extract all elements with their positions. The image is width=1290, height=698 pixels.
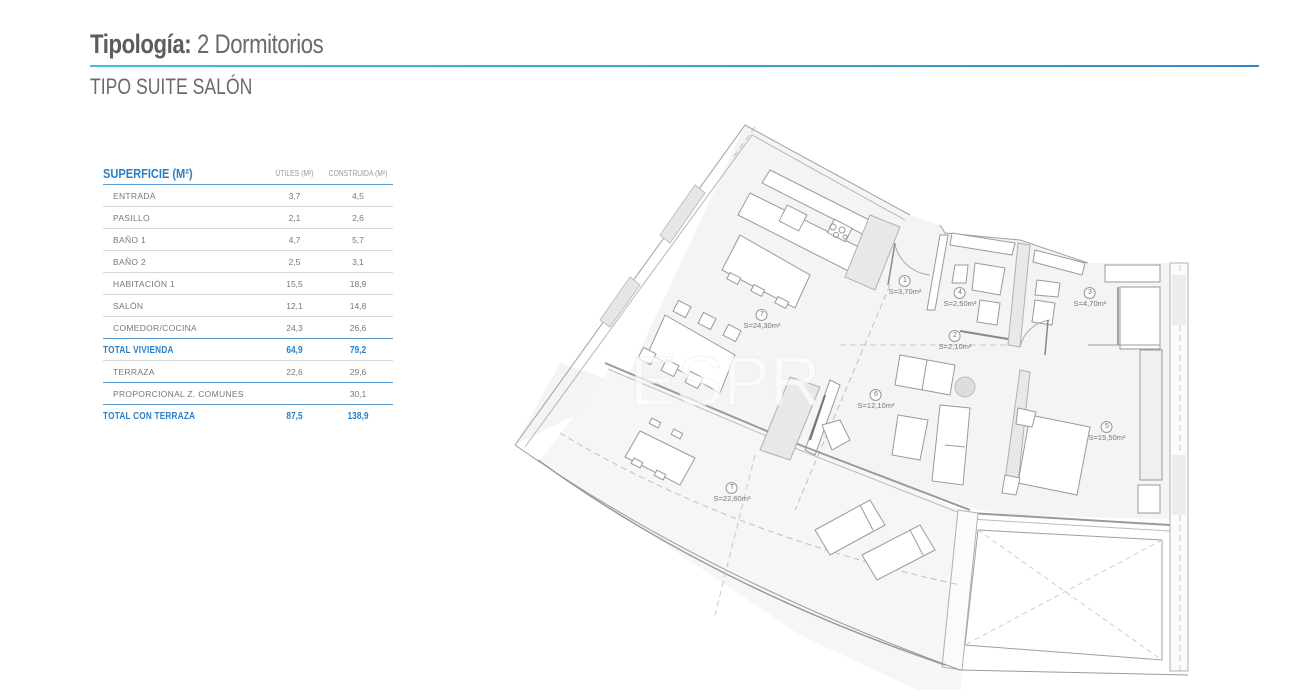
column-header-built: CONSTRUIDA (M²) xyxy=(328,169,388,178)
total-label: TOTAL VIVIENDA xyxy=(103,343,174,356)
title-value: 2 Dormitorios xyxy=(197,29,324,59)
total-label: TOTAL CON TERRAZA xyxy=(103,410,196,422)
table-row: ENTRADA 3,7 4,5 xyxy=(103,185,393,207)
total-util: 64,9 xyxy=(286,343,303,356)
room-number: 7 xyxy=(756,309,768,321)
row-label: PASILLO xyxy=(113,212,150,223)
floor-plan: ESPR 1 S=3,70m² 2 S=2,10m² 3 S=4,70m² 4 … xyxy=(500,115,1200,698)
row-label: TERRAZA xyxy=(113,366,155,377)
room-label-7: 7 S=24,30m² xyxy=(743,309,781,331)
room-area: S=2,10m² xyxy=(938,342,972,351)
row-label: ENTRADA xyxy=(113,190,156,201)
column-header-util: ÚTILES (M²) xyxy=(275,169,314,178)
row-built: 30,1 xyxy=(349,388,367,399)
page-subtitle: TIPO SUITE SALÓN xyxy=(90,74,253,99)
room-area: S=2,50m² xyxy=(943,299,977,308)
table-row: BAÑO 2 2,5 3,1 xyxy=(103,251,393,273)
room-label-2: 2 S=2,10m² xyxy=(938,330,972,352)
row-label: BAÑO 1 xyxy=(113,234,146,245)
room-number: 4 xyxy=(953,287,966,299)
row-util: 22,6 xyxy=(286,366,303,377)
room-number: 6 xyxy=(870,389,882,401)
table-row: PASILLO 2,1 2,6 xyxy=(103,207,393,229)
room-number: T xyxy=(726,482,738,494)
title-divider xyxy=(90,65,1259,67)
row-label: HABITACIÓN 1 xyxy=(113,278,176,289)
row-built: 29,6 xyxy=(349,366,367,377)
room-label-5: 5 S=15,50m² xyxy=(1088,421,1126,443)
title-label: Tipología: xyxy=(90,29,192,59)
table-title: SUPERFICIE (M²) xyxy=(103,166,193,181)
svg-text:ESPR: ESPR xyxy=(630,342,821,420)
row-built: 3,1 xyxy=(352,256,364,267)
table-row: TERRAZA 22,6 29,6 xyxy=(103,361,393,383)
room-number: 1 xyxy=(898,275,911,287)
total-terraza-row: TOTAL CON TERRAZA 87,5 138,9 xyxy=(103,405,393,427)
floor-plan-drawing: ESPR xyxy=(514,124,1189,698)
row-util: 4,7 xyxy=(288,234,301,245)
row-util: 2,5 xyxy=(288,256,301,267)
row-built: 4,5 xyxy=(352,190,364,201)
room-area: S=3,70m² xyxy=(888,287,922,296)
total-util: 87,5 xyxy=(286,410,303,422)
row-util: 2,1 xyxy=(288,212,301,223)
surface-table: SUPERFICIE (M²) ÚTILES (M²) CONSTRUIDA (… xyxy=(103,163,393,427)
room-area: S=22,60m² xyxy=(713,494,751,503)
row-util: 24,3 xyxy=(286,322,303,333)
total-built: 138,9 xyxy=(347,410,369,422)
table-row: BAÑO 1 4,7 5,7 xyxy=(103,229,393,251)
table-header: SUPERFICIE (M²) ÚTILES (M²) CONSTRUIDA (… xyxy=(103,163,393,185)
table-row: SALÓN 12,1 14,8 xyxy=(103,295,393,317)
room-label-1: 1 S=3,70m² xyxy=(888,275,922,297)
row-util: 15,5 xyxy=(286,278,303,289)
room-area: S=12,10m² xyxy=(857,401,895,410)
row-built: 18,9 xyxy=(349,278,367,289)
room-number: 5 xyxy=(1101,421,1113,433)
room-number: 3 xyxy=(1083,287,1096,299)
total-vivienda-row: TOTAL VIVIENDA 64,9 79,2 xyxy=(103,339,393,361)
room-label-4: 4 S=2,50m² xyxy=(943,287,977,309)
row-label: COMEDOR/COCINA xyxy=(113,322,198,333)
room-area: S=24,30m² xyxy=(743,321,781,330)
header: Tipología: 2 Dormitorios TIPO SUITE SALÓ… xyxy=(90,26,1260,99)
row-built: 2,6 xyxy=(352,212,364,223)
row-label: BAÑO 2 xyxy=(113,256,146,267)
room-area: S=4,70m² xyxy=(1073,299,1107,308)
table-row: PROPORCIONAL Z. COMUNES 30,1 xyxy=(103,383,393,405)
room-label-3: 3 S=4,70m² xyxy=(1073,287,1107,309)
row-built: 26,6 xyxy=(349,322,367,333)
row-label: PROPORCIONAL Z. COMUNES xyxy=(113,388,244,399)
table-row: HABITACIÓN 1 15,5 18,9 xyxy=(103,273,393,295)
room-area: S=15,50m² xyxy=(1088,433,1126,442)
table-row: COMEDOR/COCINA 24,3 26,6 xyxy=(103,317,393,339)
row-util: 12,1 xyxy=(286,300,303,311)
row-label: SALÓN xyxy=(113,300,144,311)
row-built: 14,8 xyxy=(349,300,367,311)
room-number: 2 xyxy=(948,330,961,342)
room-label-6: 6 S=12,10m² xyxy=(857,389,895,411)
row-util: 3,7 xyxy=(288,190,301,201)
total-built: 79,2 xyxy=(349,343,367,356)
page-title: Tipología: 2 Dormitorios xyxy=(90,26,1049,62)
row-built: 5,7 xyxy=(352,234,364,245)
room-label-terrace: T S=22,60m² xyxy=(713,482,751,504)
